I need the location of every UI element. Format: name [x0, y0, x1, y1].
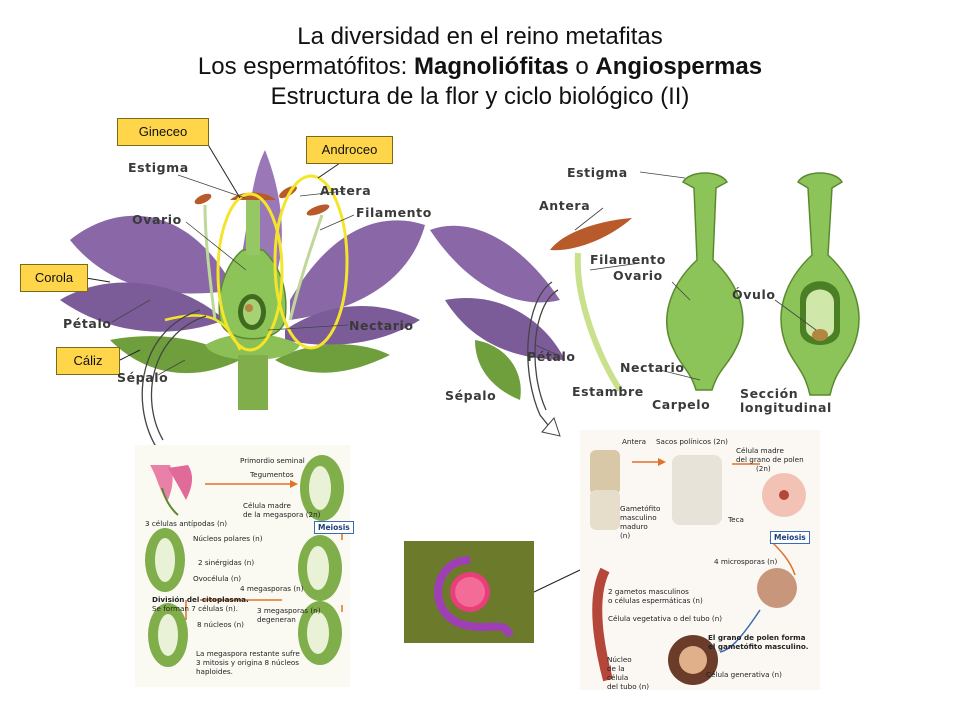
label-nectario-right: Nectario	[620, 360, 685, 375]
male-cycle-illustration	[580, 430, 820, 690]
fc-tegumentos: Tegumentos	[250, 470, 294, 479]
mc-madre-3: (2n)	[756, 464, 771, 473]
mc-teca: Teca	[728, 515, 744, 524]
mc-gametofito-1: Gametófito	[620, 504, 661, 513]
title-line-3: Estructura de la flor y ciclo biológico …	[270, 83, 690, 110]
label-antera-right: Antera	[539, 198, 591, 213]
fc-primordio: Primordio seminal	[240, 456, 305, 465]
label-seccion: Sección	[740, 386, 799, 401]
curved-arrows	[141, 281, 561, 471]
label-nectario-left: Nectario	[349, 318, 414, 333]
callout-corola: Corola	[20, 264, 88, 292]
label-ovario-left: Ovario	[132, 212, 182, 227]
title-magnoliofitas: Magnoliófitas	[414, 53, 569, 80]
left-flower-illustration	[60, 142, 425, 410]
mc-nucleo-2: de la	[607, 664, 625, 673]
mc-meiosis-box: Meiosis	[770, 531, 810, 544]
fc-megasporas-3-1: 3 megasporas (n)	[257, 606, 321, 615]
fc-antipodas: 3 células antípodas (n)	[145, 519, 228, 528]
label-ovulo: Óvulo	[732, 287, 776, 302]
label-carpelo: Carpelo	[652, 397, 711, 412]
mc-generativa: Célula generativa (n)	[706, 670, 782, 679]
fc-megasporas-4: 4 megasporas (n)	[240, 584, 304, 593]
label-estambre: Estambre	[572, 384, 644, 399]
mc-gametos-2: o células espermáticas (n)	[608, 596, 703, 605]
label-longitudinal: longitudinal	[740, 400, 832, 415]
fc-celula-madre-2: de la megaspora (2n)	[243, 510, 321, 519]
label-sepalo-left: Sépalo	[117, 370, 169, 385]
fc-division-1: División del citoplasma.	[152, 595, 249, 604]
mc-madre-1: Célula madre	[736, 446, 784, 455]
mc-grano-1-text: El grano de polen forma	[708, 633, 806, 642]
title-line-2: Los espermatófitos: Magnoliófitas o Angi…	[0, 52, 960, 82]
slide-title: La diversidad en el reino metafitas Los …	[0, 22, 960, 112]
mc-nucleo-4: del tubo (n)	[607, 682, 650, 691]
mc-gametofito-4: (n)	[620, 531, 631, 540]
mc-nucleo-1: Núcleo	[607, 655, 632, 664]
fc-division-1-text: División del citoplasma.	[152, 595, 249, 604]
title-angiospermas: Angiospermas	[595, 53, 763, 80]
label-petalo-left: Pétalo	[63, 316, 112, 331]
mc-grano-1: El grano de polen forma	[708, 633, 805, 642]
mc-microsporas: 4 microsporas (n)	[714, 557, 778, 566]
pollen-grain-photo	[404, 541, 581, 643]
callout-caliz: Cáliz	[56, 347, 120, 375]
fc-celula-madre-1: Célula madre	[243, 501, 291, 510]
fc-sinergidas: 2 sinérgidas (n)	[198, 558, 255, 567]
label-sepalo-right: Sépalo	[445, 388, 497, 403]
fc-nucleos-8: 8 núcleos (n)	[197, 620, 244, 629]
title-line-2-prefix: Los espermatófitos:	[197, 53, 415, 80]
label-antera-left: Antera	[320, 183, 372, 198]
label-petalo-right: Pétalo	[527, 349, 576, 364]
title-line-2-mid: o	[568, 53, 596, 80]
label-filamento-left: Filamento	[356, 205, 432, 220]
fc-polares: Núcleos polares (n)	[193, 534, 263, 543]
title-line-1: La diversidad en el reino metafitas	[297, 23, 663, 50]
mc-gametofito-3: maduro	[620, 522, 648, 531]
label-filamento-right: Filamento	[590, 252, 666, 267]
fc-restante-3: haploides.	[196, 667, 233, 676]
mc-sacos: Sacos polínicos (2n)	[656, 437, 728, 446]
fc-restante-1: La megaspora restante sufre	[196, 649, 300, 658]
fc-megasporas-3-2: degeneran	[257, 615, 296, 624]
mc-nucleo-3: célula	[607, 673, 629, 682]
fc-division-2: Se forman 7 células (n).	[152, 604, 238, 613]
fc-meiosis-box: Meiosis	[314, 521, 354, 534]
label-estigma-right: Estigma	[567, 165, 628, 180]
fc-restante-2: 3 mitosis y origina 8 núcleos	[196, 658, 300, 667]
label-ovario-right: Ovario	[613, 268, 663, 283]
fc-ovocelula: Ovocélula (n)	[193, 574, 242, 583]
callout-androceo: Androceo	[306, 136, 393, 164]
mc-grano-2-text: el gametófito masculino.	[708, 642, 809, 651]
mc-grano-2: el gametófito masculino.	[708, 642, 809, 651]
mc-gametos-1: 2 gametos masculinos	[608, 587, 689, 596]
female-cycle-illustration	[135, 445, 350, 687]
label-estigma-left: Estigma	[128, 160, 189, 175]
mc-gametofito-2: masculino	[620, 513, 657, 522]
mc-antera: Antera	[622, 437, 647, 446]
mc-vegetativa: Célula vegetativa o del tubo (n)	[608, 614, 723, 623]
mc-madre-2: del grano de polen	[736, 455, 804, 464]
callout-gineceo: Gineceo	[117, 118, 209, 146]
